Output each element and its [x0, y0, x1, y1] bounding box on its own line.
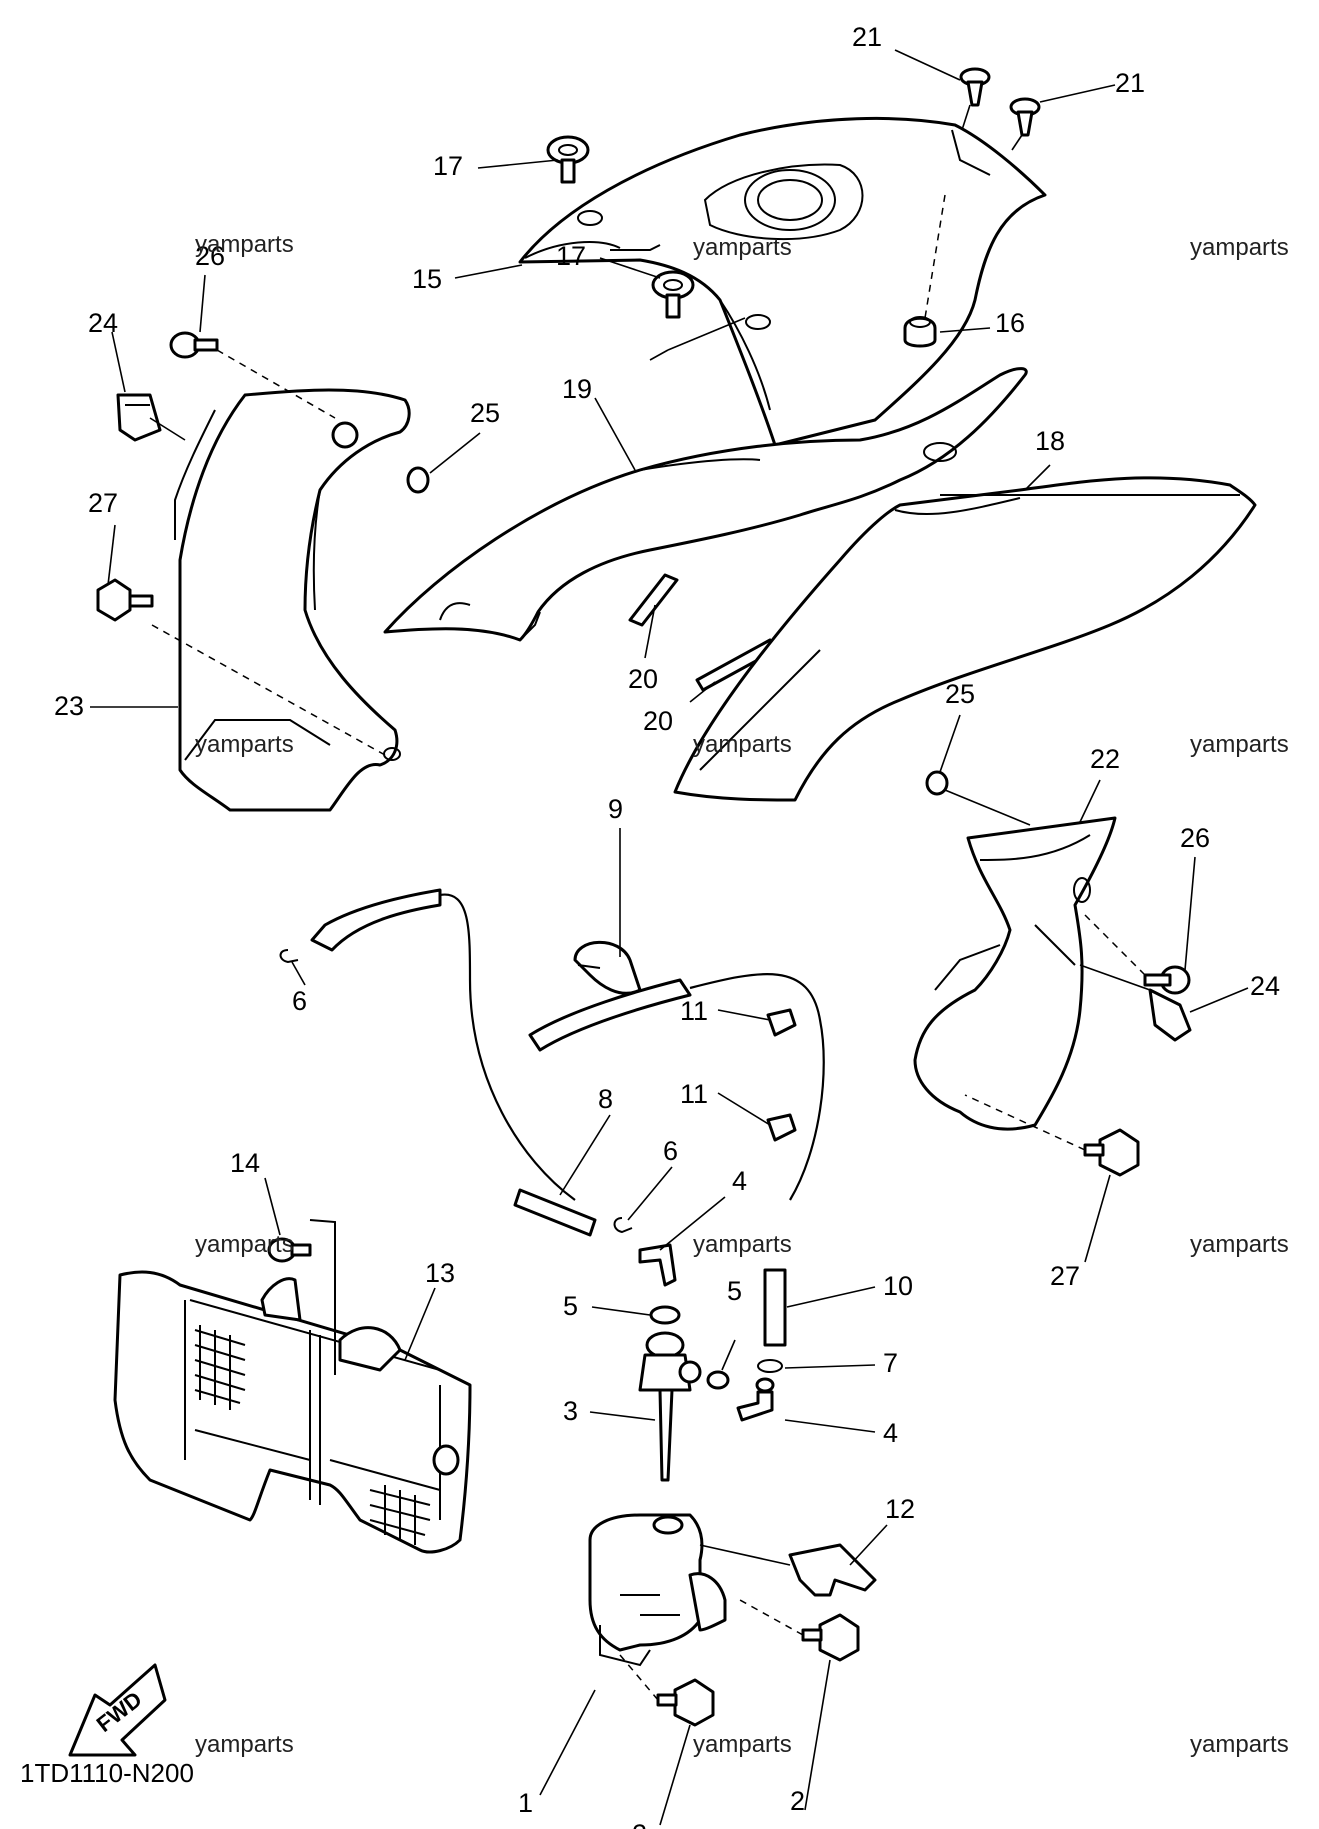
watermark: yamparts — [195, 1731, 294, 1758]
callout-5-right: 5 — [727, 1276, 742, 1306]
part-18-side-cover — [673, 476, 1257, 802]
part-9-hose-clamp — [573, 940, 642, 995]
part-3-filler-neck — [638, 1331, 702, 1482]
watermark: yamparts — [195, 231, 294, 258]
part-23-radiator-shroud — [174, 388, 411, 812]
callout-18: 18 — [1035, 426, 1065, 456]
part-2-bolt-right — [739, 1599, 860, 1662]
part-14-bolt — [267, 1219, 336, 1375]
callout-4-upper: 4 — [732, 1166, 747, 1196]
part-17-fastener-lower — [649, 270, 771, 361]
watermark: yamparts — [1190, 1731, 1289, 1758]
part-24-nut-right — [1079, 964, 1192, 1042]
part-16-grommet — [903, 194, 946, 348]
hose-upper — [310, 888, 576, 1201]
callout-26-right: 26 — [1180, 823, 1210, 853]
part-13-radiator-guard — [113, 1270, 472, 1554]
callout-25-left: 25 — [470, 398, 500, 428]
callout-4-lower: 4 — [883, 1418, 898, 1448]
callout-11-lower: 11 — [680, 1079, 708, 1109]
callout-24-right: 24 — [1250, 971, 1280, 1001]
mesh-right — [369, 1485, 431, 1545]
callout-9: 9 — [608, 794, 623, 824]
callout-11-upper: 11 — [680, 996, 708, 1026]
part-10-hose — [763, 1268, 787, 1347]
part-4-elbow-lower — [736, 1377, 775, 1422]
part-19-side-cover — [383, 367, 1028, 642]
drawing-code: 1TD1110-N200 — [20, 1758, 194, 1788]
part-7-clip — [757, 1359, 783, 1373]
hose-lower — [528, 973, 825, 1201]
part-12-bracket — [699, 1543, 877, 1597]
callout-14: 14 — [230, 1148, 260, 1178]
callout-15: 15 — [412, 264, 442, 294]
callout-8: 8 — [598, 1084, 613, 1114]
callout-26-left: 26 — [195, 241, 225, 271]
part-11-clamp-lower — [766, 1113, 797, 1142]
callout-21-left: 21 — [852, 22, 882, 52]
watermark: yamparts — [1190, 234, 1289, 261]
part-27-bolt-right — [964, 1094, 1140, 1177]
part-4-elbow-upper — [638, 1243, 677, 1287]
callout-25-right: 25 — [945, 679, 975, 709]
callout-12: 12 — [885, 1494, 915, 1524]
callout-1: 1 — [518, 1788, 533, 1818]
callout-17-lower: 17 — [556, 241, 586, 271]
part-22-radiator-shroud — [913, 816, 1117, 1131]
part-25-washer-right — [925, 770, 1031, 826]
callout-27-right: 27 — [1050, 1261, 1080, 1291]
callout-22: 22 — [1090, 744, 1120, 774]
callout-2-right: 2 — [790, 1786, 805, 1816]
part-17-fastener-upper — [546, 135, 603, 226]
fwd-arrow: FWD — [68, 1663, 167, 1757]
part-6-clip-lower — [613, 1217, 633, 1234]
callout-19: 19 — [562, 374, 592, 404]
watermark: yamparts — [693, 731, 792, 758]
part-21-rivet-left — [959, 67, 991, 131]
part-11-clamp-upper — [766, 1008, 797, 1037]
watermark: yamparts — [195, 731, 294, 758]
watermark: yamparts — [693, 234, 792, 261]
callout-24-left: 24 — [88, 308, 118, 338]
part-2-bolt-left — [619, 1654, 715, 1727]
callout-16: 16 — [995, 308, 1025, 338]
part-5-oring-lower — [706, 1370, 730, 1390]
watermark: yamparts — [195, 1231, 294, 1258]
callout-21-right: 21 — [1115, 68, 1145, 98]
part-27-bolt-left — [96, 578, 386, 756]
callout-5-left: 5 — [563, 1291, 578, 1321]
callout-20-right: 20 — [643, 706, 673, 736]
part-25-washer-left — [406, 466, 430, 494]
part-24-nut-left — [116, 393, 186, 442]
watermark: yamparts — [1190, 731, 1289, 758]
part-6-clip-upper — [279, 949, 299, 964]
part-26-bolt-left — [169, 331, 336, 419]
callout-6-upper: 6 — [292, 986, 307, 1016]
callout-20-left: 20 — [628, 664, 658, 694]
part-26-bolt-right — [1084, 914, 1191, 995]
callout-7: 7 — [883, 1348, 898, 1378]
callout-10: 10 — [883, 1271, 913, 1301]
part-8-hose — [513, 1188, 597, 1237]
callout-3: 3 — [563, 1396, 578, 1426]
part-5-oring-upper — [649, 1305, 681, 1325]
leader-lines — [90, 49, 1249, 1826]
callout-17-upper: 17 — [433, 151, 463, 181]
callout-labels: 21 21 17 15 17 16 26 24 25 27 23 19 18 2… — [54, 22, 1280, 1829]
watermarks: yamparts yamparts yamparts yamparts yamp… — [195, 231, 1289, 1758]
callout-27-left: 27 — [88, 488, 118, 518]
watermark: yamparts — [693, 1731, 792, 1758]
callout-2-left: 2 — [632, 1819, 647, 1829]
callout-6-lower: 6 — [663, 1136, 678, 1166]
watermark: yamparts — [693, 1231, 792, 1258]
watermark: yamparts — [1190, 1231, 1289, 1258]
mesh-left — [194, 1325, 246, 1410]
part-15-tank-cover — [518, 116, 1047, 447]
callout-13: 13 — [425, 1258, 455, 1288]
part-21-rivet-right — [1009, 97, 1041, 151]
part-20-strip-left — [628, 573, 679, 627]
callout-23: 23 — [54, 691, 84, 721]
part-1-reservoir — [588, 1513, 727, 1667]
